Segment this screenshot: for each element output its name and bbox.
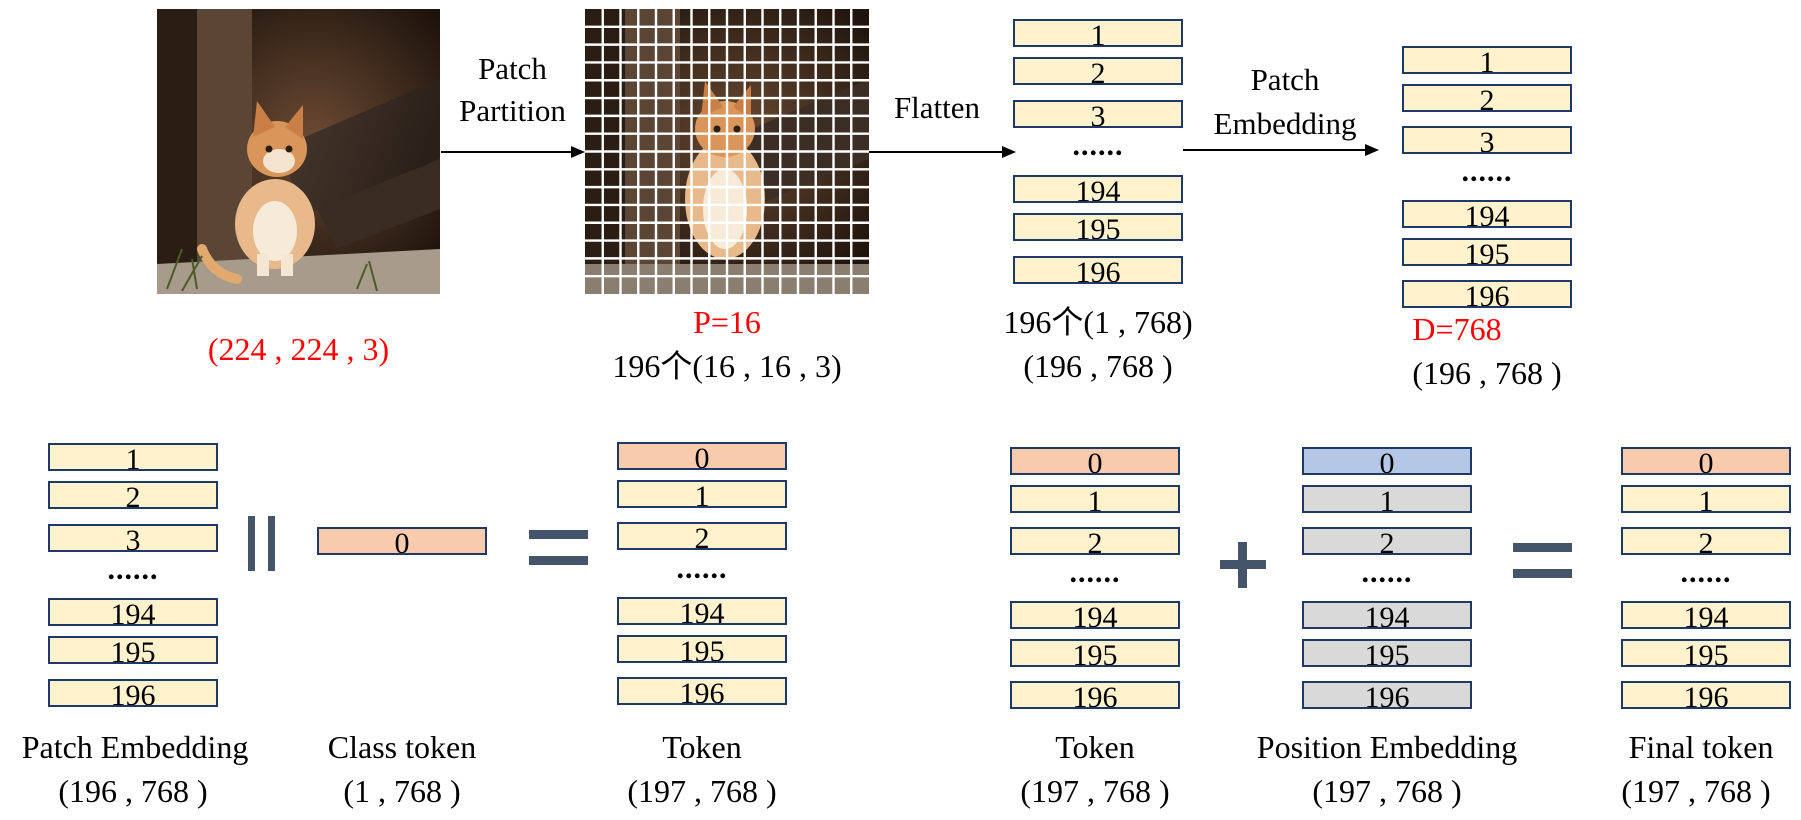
br-token-title: Token	[1055, 729, 1135, 765]
final-item-195: 195	[1621, 639, 1791, 667]
embed-item-196: 196	[1402, 280, 1572, 308]
final-item-2: 2	[1621, 527, 1791, 555]
patch-size-label: P=16	[693, 304, 761, 340]
pos-item-0: 0	[1302, 447, 1472, 475]
bl-token-title: Token	[662, 729, 742, 765]
bl-patch-item-2: 2	[48, 481, 218, 509]
embed-item-2: 2	[1402, 84, 1572, 112]
patch-partition-arrow	[441, 145, 585, 158]
flat-ellipsis: ......	[1072, 129, 1124, 162]
patch-embedding-label-line2: Embedding	[1213, 106, 1357, 141]
patch-embedding-label-line1: Patch	[1250, 62, 1320, 97]
flat-item-195: 195	[1013, 213, 1183, 241]
patch-shape-label: 196个(16 , 16 , 3)	[612, 348, 842, 384]
br-token-item-194: 194	[1010, 601, 1180, 629]
bl-patch-item-195: 195	[48, 636, 218, 664]
patch-partition-label-line2: Partition	[459, 93, 566, 128]
pos-ellipsis: ......	[1361, 556, 1413, 589]
bl-patch-item-1: 1	[48, 443, 218, 471]
final-ellipsis: ......	[1680, 556, 1732, 589]
pos-item-2: 2	[1302, 527, 1472, 555]
pos-item-194: 194	[1302, 601, 1472, 629]
flat-item-1: 1	[1013, 19, 1183, 47]
pos-item-1: 1	[1302, 485, 1472, 513]
final-shape: (197 , 768 )	[1621, 773, 1771, 809]
bl-token-item-0: 0	[617, 442, 787, 470]
concat-operator-bar-right	[268, 516, 275, 571]
br-token-item-0: 0	[1010, 447, 1180, 475]
class-token-shape: (1 , 768 )	[343, 773, 461, 809]
patch-grid-image	[585, 9, 869, 294]
final-title: Final token	[1628, 729, 1774, 765]
cat-image	[157, 9, 440, 294]
flat-item-2: 2	[1013, 57, 1183, 85]
bl-patch-title: Patch Embedding	[21, 729, 249, 765]
final-item-194: 194	[1621, 601, 1791, 629]
bl-token-item-1: 1	[617, 480, 787, 508]
pos-item-196: 196	[1302, 681, 1472, 709]
final-item-196: 196	[1621, 681, 1791, 709]
image-shape-label: (224 , 224 , 3)	[207, 331, 390, 367]
flatten-shape-label: (196 , 768 )	[1023, 348, 1173, 384]
bl-token-item-2: 2	[617, 522, 787, 550]
equals-operator-right-top	[1513, 543, 1572, 552]
bl-patch-shape: (196 , 768 )	[58, 773, 208, 809]
br-token-shape: (197 , 768 )	[1020, 773, 1170, 809]
flat-item-3: 3	[1013, 100, 1183, 128]
embed-item-194: 194	[1402, 200, 1572, 228]
br-token-item-196: 196	[1010, 681, 1180, 709]
bl-patch-item-3: 3	[48, 524, 218, 552]
bl-token-item-196: 196	[617, 677, 787, 705]
flatten-label: Flatten	[893, 90, 981, 125]
equals-operator-top	[529, 530, 588, 539]
flat-item-196: 196	[1013, 256, 1183, 284]
equals-operator-bottom	[529, 556, 588, 565]
bl-token-item-195: 195	[617, 635, 787, 663]
patch-embedding-arrow	[1183, 143, 1379, 156]
bl-patch-item-196: 196	[48, 679, 218, 707]
br-token-ellipsis: ......	[1069, 556, 1121, 589]
pos-shape: (197 , 768 )	[1312, 773, 1462, 809]
patch-partition-label-line1: Patch	[478, 51, 547, 86]
br-token-item-2: 2	[1010, 527, 1180, 555]
pos-item-195: 195	[1302, 639, 1472, 667]
br-token-item-1: 1	[1010, 485, 1180, 513]
concat-operator-bar-left	[248, 516, 255, 571]
flatten-count-label: 196个(1 , 768)	[1003, 304, 1193, 340]
bl-patch-ellipsis: ......	[107, 553, 159, 586]
plus-operator-vertical	[1238, 542, 1247, 588]
final-item-1: 1	[1621, 485, 1791, 513]
bl-token-shape: (197 , 768 )	[627, 773, 777, 809]
embed-ellipsis: ......	[1461, 155, 1513, 188]
flat-item-194: 194	[1013, 175, 1183, 203]
embedding-dim-label: D=768	[1412, 311, 1502, 347]
flatten-arrow	[869, 145, 1016, 158]
final-item-0: 0	[1621, 447, 1791, 475]
embedding-shape-label: (196 , 768 )	[1412, 355, 1562, 391]
pos-title: Position Embedding	[1256, 729, 1518, 765]
br-token-item-195: 195	[1010, 639, 1180, 667]
embed-item-1: 1	[1402, 46, 1572, 74]
equals-operator-right-bottom	[1513, 569, 1572, 578]
bl-token-ellipsis: ......	[676, 552, 728, 585]
bl-patch-item-194: 194	[48, 598, 218, 626]
class-token-box: 0	[317, 527, 487, 555]
bl-token-item-194: 194	[617, 597, 787, 625]
embed-item-195: 195	[1402, 238, 1572, 266]
class-token-title: Class token	[327, 729, 477, 765]
embed-item-3: 3	[1402, 126, 1572, 154]
